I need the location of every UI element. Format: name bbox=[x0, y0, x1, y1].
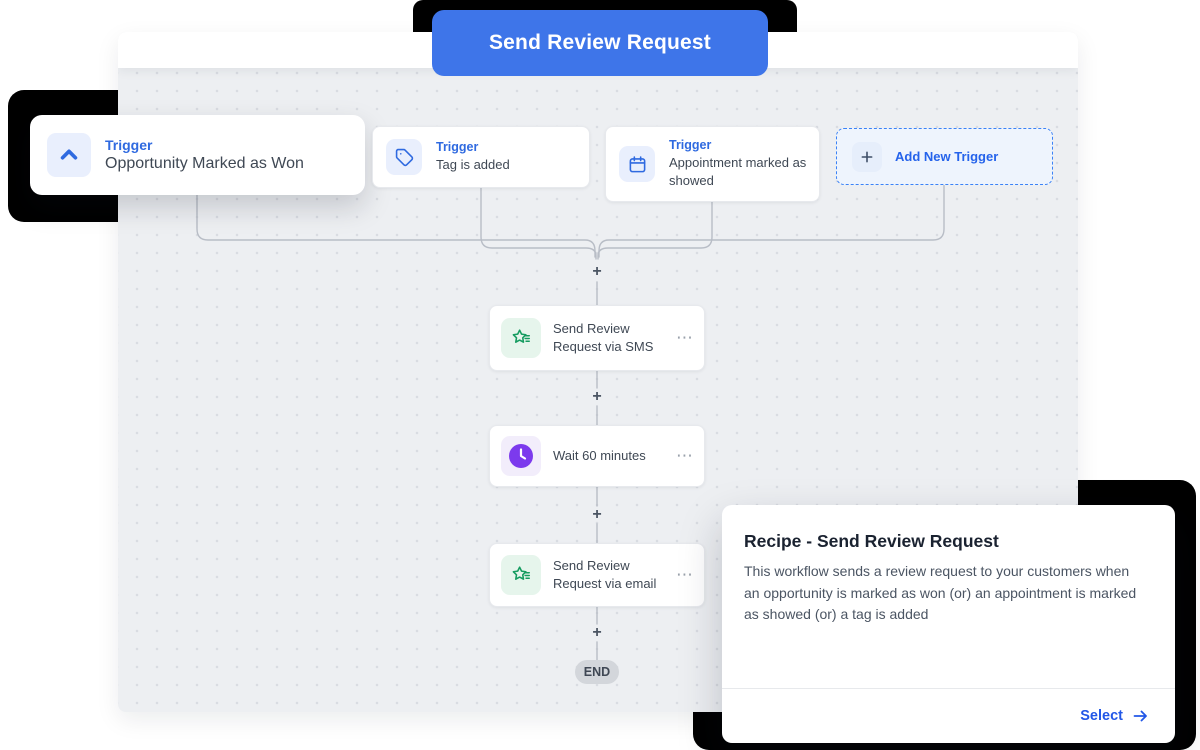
step-menu-button[interactable]: ⋯ bbox=[676, 328, 694, 347]
add-new-trigger-label: Add New Trigger bbox=[895, 149, 999, 164]
plus-icon bbox=[852, 141, 882, 172]
step-title: Send Review Request via SMS bbox=[553, 320, 654, 354]
trigger-title: Tag is added bbox=[436, 157, 510, 173]
step-menu-button[interactable]: ⋯ bbox=[676, 565, 694, 584]
workflow-title-button[interactable]: Send Review Request bbox=[432, 10, 768, 76]
trigger-card-tag-added[interactable]: Trigger Tag is added bbox=[372, 126, 590, 188]
chevron-up-icon bbox=[47, 133, 91, 177]
recipe-title: Recipe - Send Review Request bbox=[744, 531, 999, 551]
arrow-right-icon bbox=[1133, 710, 1147, 722]
trigger-type-label: Trigger bbox=[669, 138, 712, 153]
add-step-button[interactable]: + bbox=[592, 388, 602, 405]
step-card-wait[interactable]: Wait 60 minutes ⋯ bbox=[489, 425, 705, 487]
add-step-button[interactable]: + bbox=[592, 263, 602, 280]
trigger-card-appointment-showed[interactable]: Trigger Appointment marked as showed bbox=[605, 126, 820, 202]
tag-icon bbox=[386, 139, 422, 175]
step-title: Send Review Request via email bbox=[553, 557, 657, 591]
trigger-title: Opportunity Marked as Won bbox=[105, 155, 304, 172]
end-marker: END bbox=[575, 660, 619, 684]
add-step-button[interactable]: + bbox=[592, 506, 602, 523]
recipe-description: This workflow sends a review request to … bbox=[744, 563, 1137, 623]
select-button[interactable]: Select bbox=[1080, 708, 1149, 724]
calendar-icon bbox=[619, 146, 655, 182]
review-star-icon bbox=[501, 555, 541, 595]
add-new-trigger-button[interactable]: Add New Trigger bbox=[836, 128, 1053, 185]
step-card-review-sms[interactable]: Send Review Request via SMS ⋯ bbox=[489, 305, 705, 371]
trigger-card-opportunity-won[interactable]: Trigger Opportunity Marked as Won bbox=[30, 115, 365, 195]
step-title: Wait 60 minutes bbox=[553, 447, 646, 463]
clock-icon bbox=[501, 436, 541, 476]
step-card-review-email[interactable]: Send Review Request via email ⋯ bbox=[489, 543, 705, 607]
workflow-title-label: Send Review Request bbox=[488, 31, 712, 54]
trigger-title: Appointment marked as showed bbox=[669, 155, 807, 188]
step-menu-button[interactable]: ⋯ bbox=[676, 446, 694, 465]
review-star-icon bbox=[501, 318, 541, 358]
recipe-panel: Recipe - Send Review Request This workfl… bbox=[722, 505, 1175, 743]
trigger-type-label: Trigger bbox=[436, 140, 479, 155]
add-step-button[interactable]: + bbox=[592, 624, 602, 641]
select-label: Select bbox=[1080, 708, 1123, 724]
trigger-type-label: Trigger bbox=[105, 137, 153, 153]
recipe-footer: Select bbox=[722, 688, 1175, 743]
